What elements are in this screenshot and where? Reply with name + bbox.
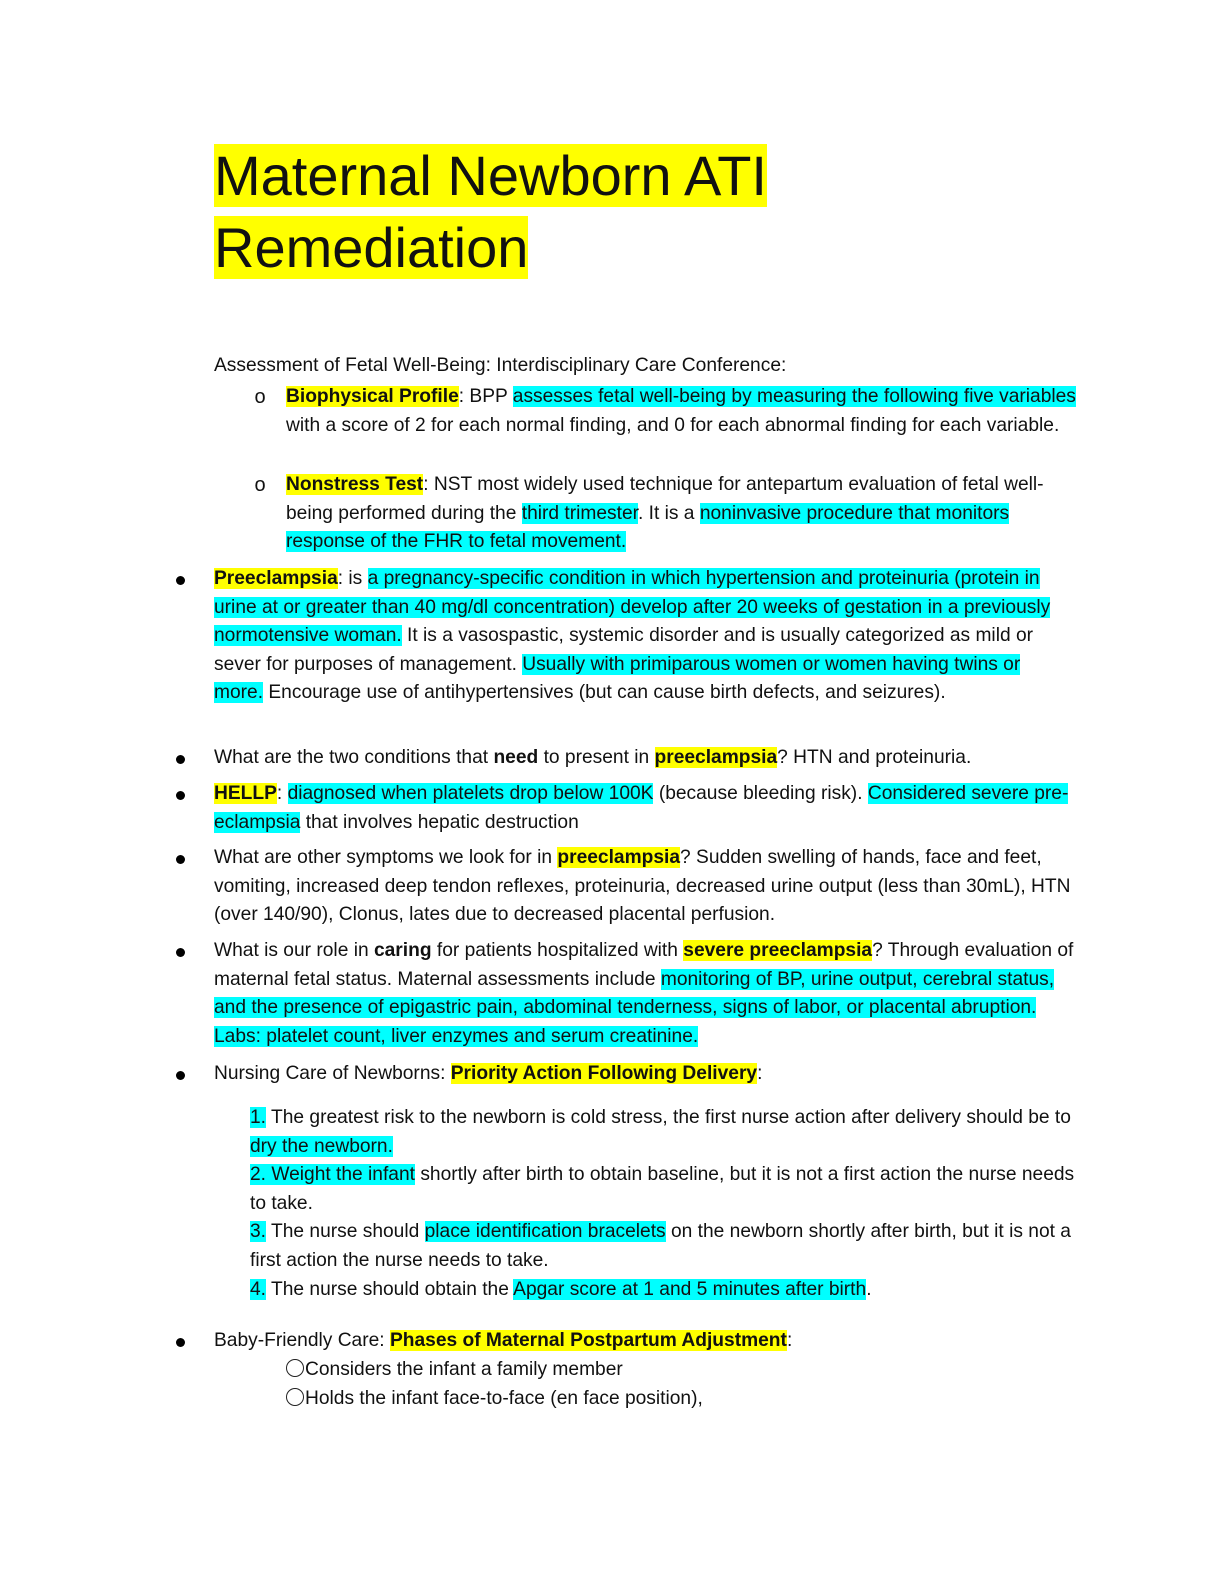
priority-step: 1. The greatest risk to the newborn is c… xyxy=(250,1107,1071,1157)
highlight: diagnosed when platelets drop below 100K xyxy=(287,783,654,804)
bullet-icon xyxy=(176,855,185,864)
priority-step: 4. The nurse should obtain the Apgar sco… xyxy=(250,1278,872,1300)
bullet-icon xyxy=(176,576,185,585)
sub-item-biophysical-profile: o Biophysical Profile: BPP assesses feta… xyxy=(254,383,1076,440)
term-preeclampsia: preeclampsia xyxy=(557,847,681,868)
sub-item-nonstress-test: o Nonstress Test: NST most widely used t… xyxy=(254,471,1076,557)
circle-bullet-icon xyxy=(286,1388,304,1406)
bullet-icon xyxy=(176,1338,185,1347)
list-marker: o xyxy=(254,474,266,496)
term-preeclampsia: Preeclampsia xyxy=(214,568,338,589)
term-nonstress-test: Nonstress Test xyxy=(286,474,424,495)
highlight: assesses fetal well-being by measuring t… xyxy=(512,386,1076,407)
term-biophysical-profile: Biophysical Profile xyxy=(286,386,459,407)
list-item-hellp: HELLP: diagnosed when platelets drop bel… xyxy=(176,780,1074,837)
term-preeclampsia: preeclampsia xyxy=(654,747,778,768)
term-severe-preeclampsia: severe preeclampsia xyxy=(683,940,873,961)
title-line-2: Remediation xyxy=(214,216,529,279)
list-item-other-symptoms: What are other symptoms we look for in p… xyxy=(176,844,1074,930)
highlight: Apgar score at 1 and 5 minutes after bir… xyxy=(513,1278,867,1300)
list-item-preeclampsia: Preeclampsia: is a pregnancy-specific co… xyxy=(176,565,1074,708)
list-item-newborn-care: Nursing Care of Newborns: Priority Actio… xyxy=(176,1060,1074,1089)
list-marker: o xyxy=(254,386,266,408)
highlight: dry the newborn. xyxy=(250,1135,393,1157)
title-line-1: Maternal Newborn ATI xyxy=(214,144,767,207)
circle-bullet-icon xyxy=(286,1359,304,1377)
adjustment-item: Holds the infant face-to-face (en face p… xyxy=(286,1385,1066,1414)
priority-steps-list: 1. The greatest risk to the newborn is c… xyxy=(250,1104,1075,1304)
bullet-icon xyxy=(176,791,185,800)
bullet-icon xyxy=(176,948,185,957)
priority-step: 3. The nurse should place identification… xyxy=(250,1221,1071,1271)
term-priority-action: Priority Action Following Delivery xyxy=(450,1063,758,1084)
highlight: place identification bracelets xyxy=(424,1221,666,1243)
bullet-icon xyxy=(176,1071,185,1080)
highlight: third trimester xyxy=(521,502,638,524)
priority-step: 2. Weight the infant shortly after birth… xyxy=(250,1164,1075,1214)
list-item-our-role: What is our role in caring for patients … xyxy=(176,937,1074,1051)
term-hellp: HELLP xyxy=(214,783,277,804)
term-postpartum-adjustment: Phases of Maternal Postpartum Adjustment xyxy=(389,1330,787,1351)
bullet-icon xyxy=(176,755,185,764)
adjustment-item: Considers the infant a family member xyxy=(286,1356,1066,1385)
document-title: Maternal Newborn ATI Remediation xyxy=(214,140,1014,284)
list-item-two-conditions: What are the two conditions that need to… xyxy=(176,744,1074,773)
section-heading-fetal-assessment: Assessment of Fetal Well-Being: Interdis… xyxy=(214,355,787,376)
list-item-baby-friendly: Baby-Friendly Care: Phases of Maternal P… xyxy=(176,1327,1074,1356)
